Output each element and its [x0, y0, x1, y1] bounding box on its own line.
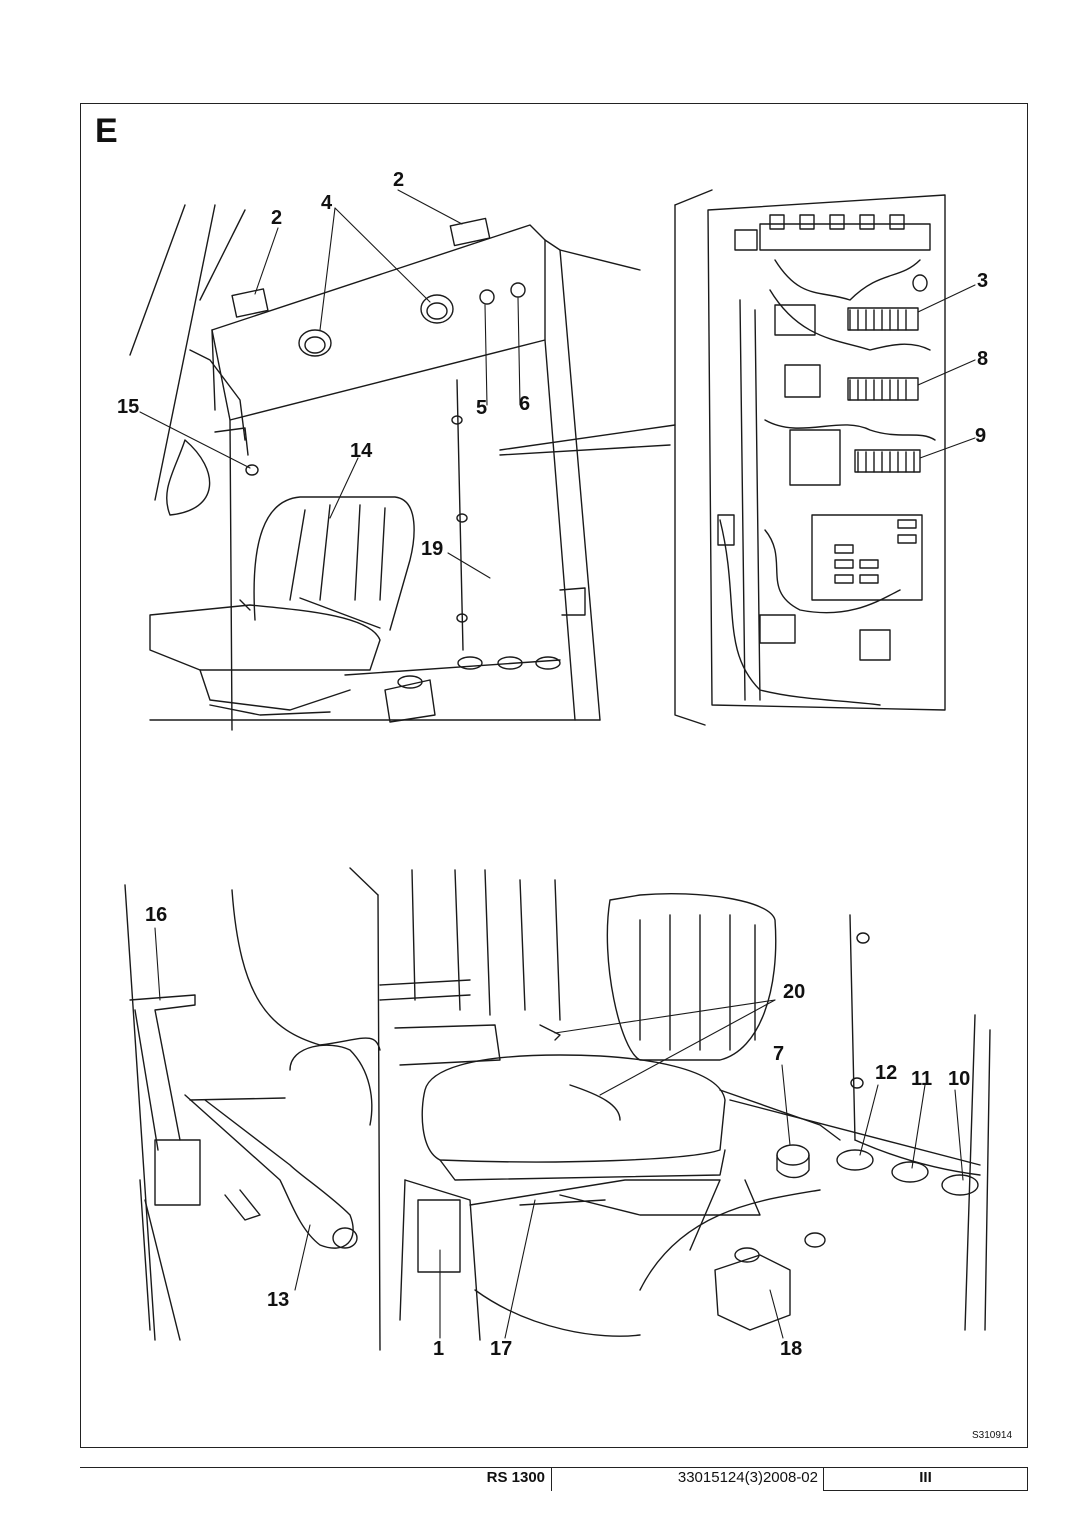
callout-7: 7 [773, 1043, 785, 1065]
leader-lines [139, 189, 976, 1339]
section-letter: E [95, 112, 118, 150]
footer-rule [80, 1467, 1028, 1468]
callout-19: 19 [421, 538, 444, 560]
footer-doc-number: 33015124(3)2008-02 [677, 1469, 818, 1486]
callout-13: 13 [267, 1289, 290, 1311]
fuse-panel-drawing [674, 189, 946, 726]
callout-14: 14 [350, 440, 373, 462]
callout-18: 18 [780, 1338, 803, 1360]
callout-8: 8 [977, 348, 989, 370]
callout-2-top: 2 [393, 169, 405, 191]
callout-1: 1 [433, 1338, 445, 1360]
callout-3: 3 [977, 270, 989, 292]
callout-17: 17 [490, 1338, 513, 1360]
callout-2-left: 2 [271, 207, 283, 229]
callout-15: 15 [117, 396, 140, 418]
callout-9: 9 [975, 425, 987, 447]
callout-20: 20 [783, 981, 806, 1003]
footer-model: RS 1300 [486, 1469, 545, 1486]
illustration-frame [80, 103, 1028, 1448]
callout-11: 11 [911, 1068, 933, 1090]
callout-5: 5 [476, 397, 488, 419]
callout-4: 4 [321, 192, 333, 214]
lever-drawing [124, 867, 381, 1351]
seat-drawing [379, 869, 991, 1341]
callout-10: 10 [948, 1068, 971, 1090]
callout-16: 16 [145, 904, 168, 926]
cab-interior-top-drawing [129, 204, 676, 731]
callout-6: 6 [519, 393, 531, 415]
drawing-code: S310914 [972, 1430, 1013, 1441]
footer-divider [551, 1467, 552, 1491]
callout-12: 12 [875, 1062, 898, 1084]
footer-page-number: III [823, 1467, 1028, 1491]
